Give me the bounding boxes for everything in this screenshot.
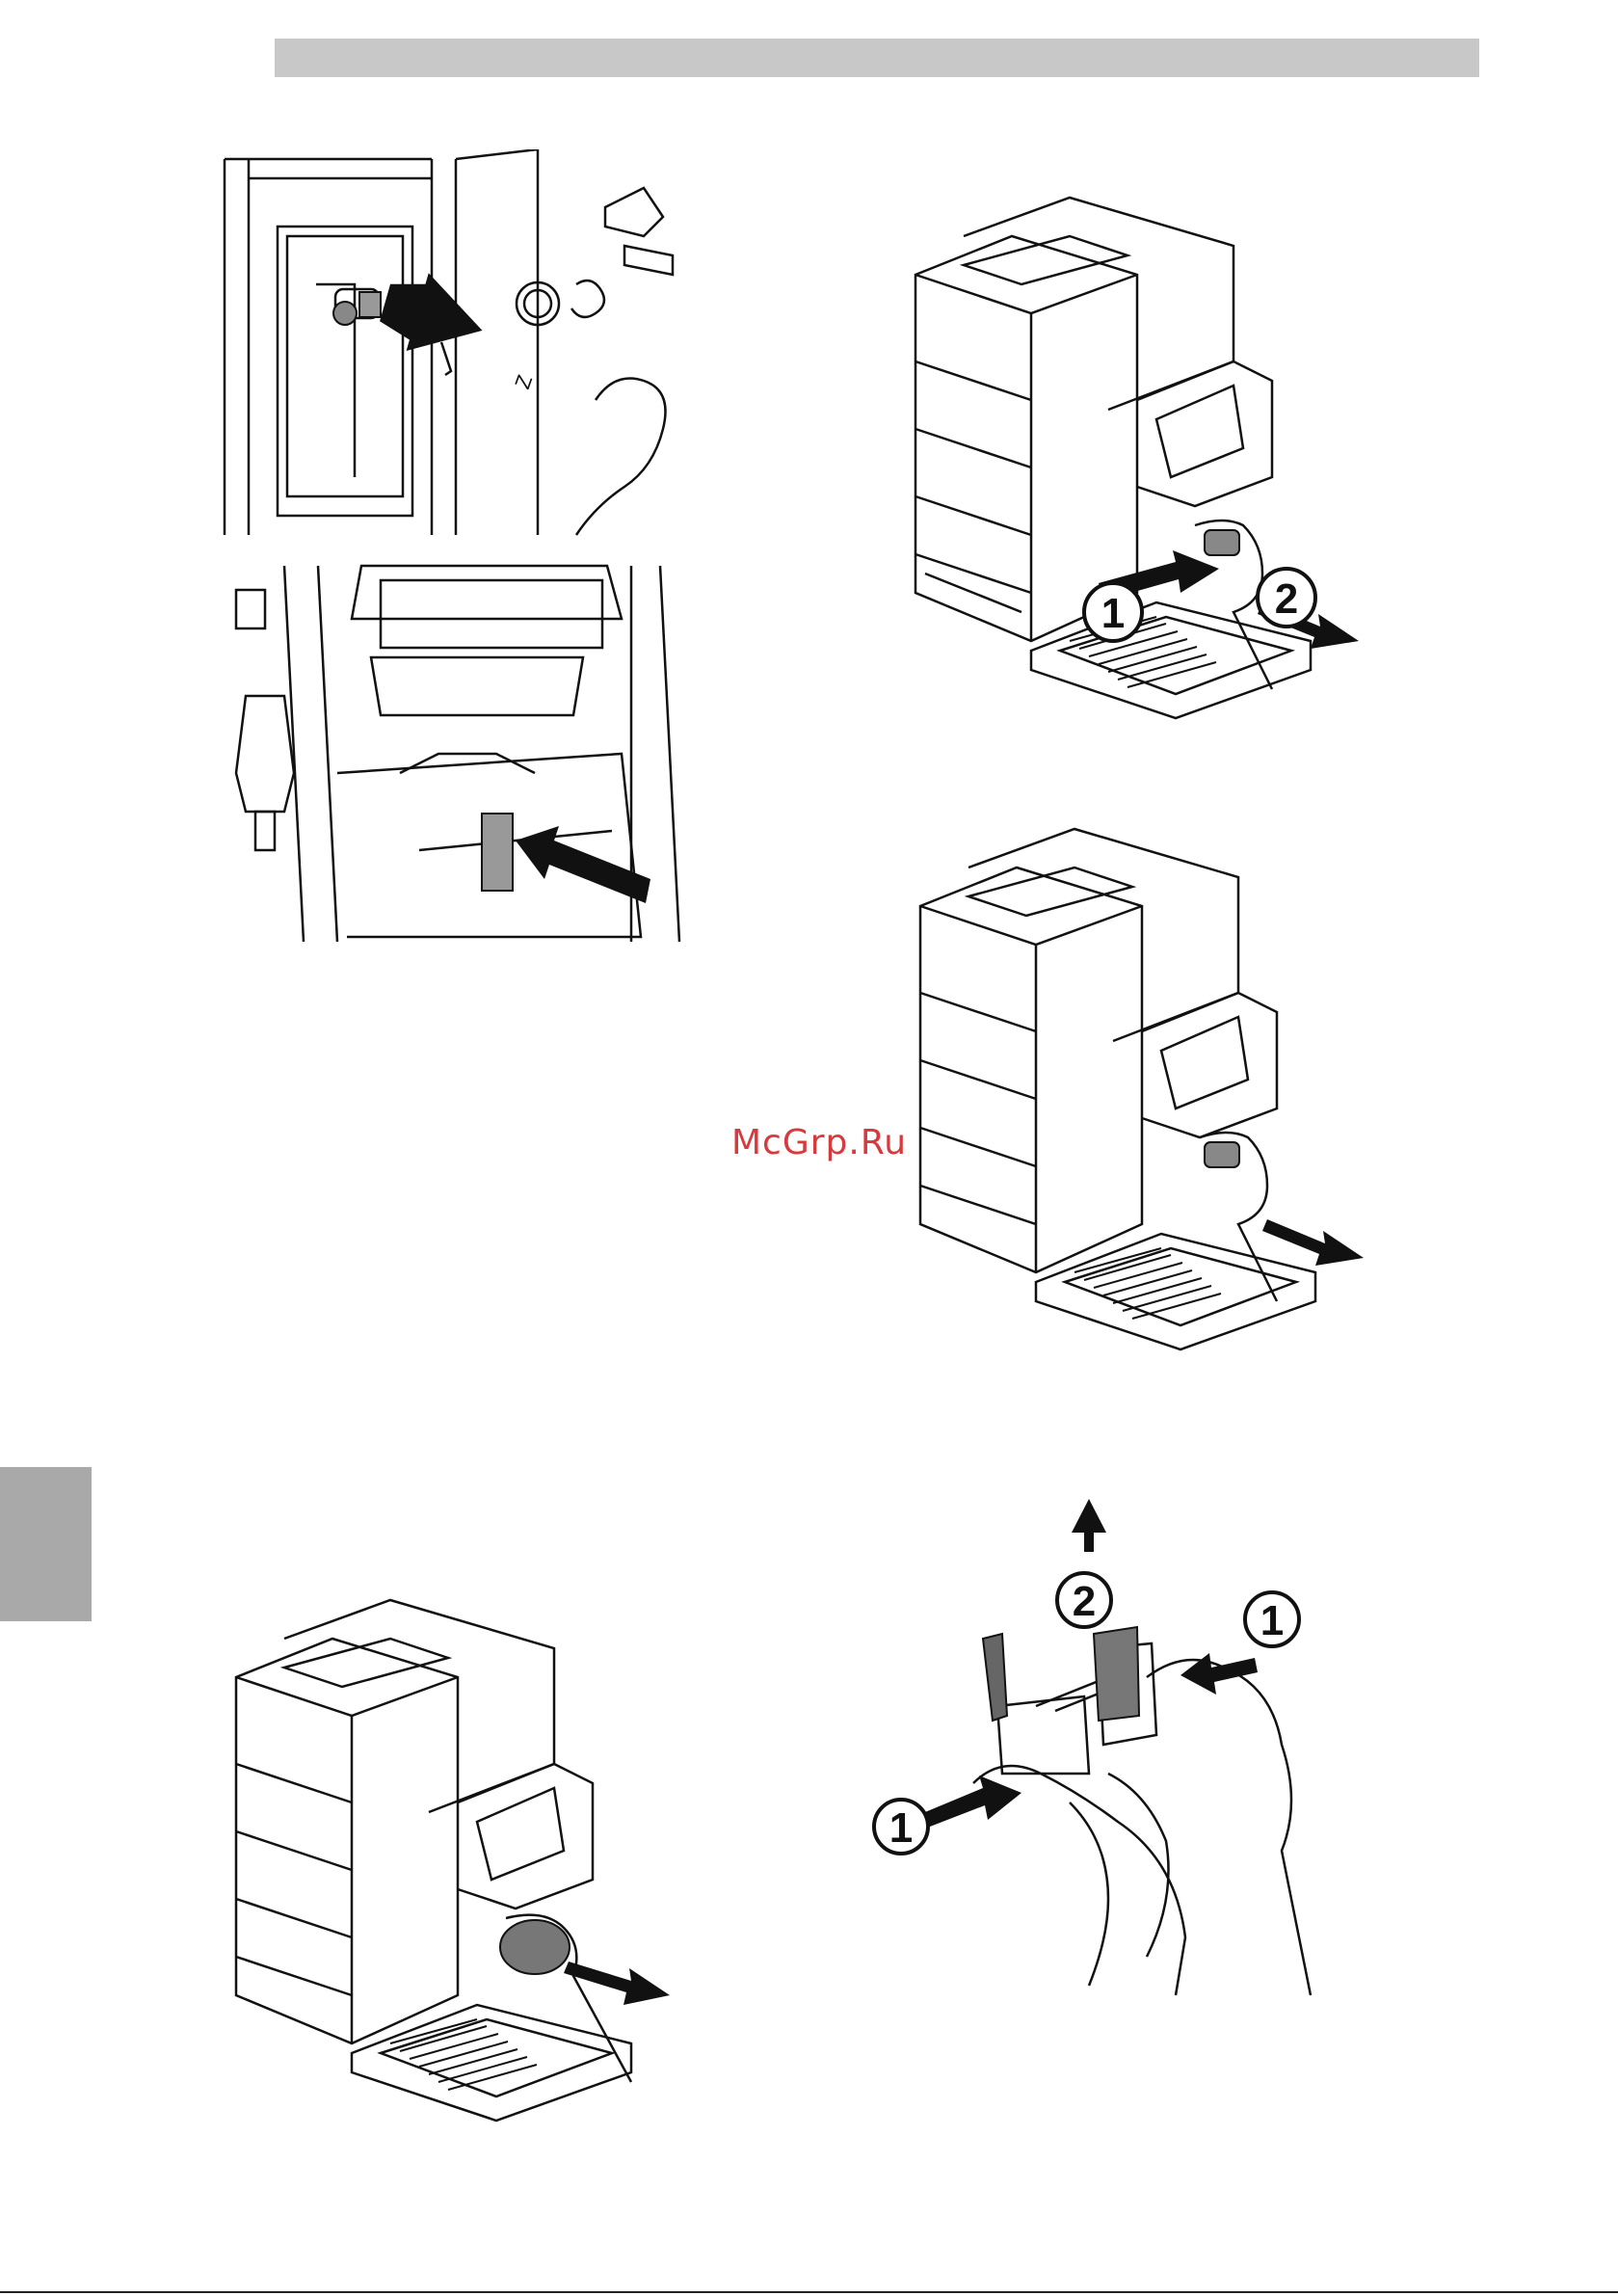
callout-2: 2 [1275,575,1298,623]
figure-bottom-left-machine [226,1590,708,2149]
figure-bottom-right-svg: 2 1 1 [848,1484,1446,2015]
figure-top-right-machine: 1 2 [906,188,1388,742]
callout-1: 1 [1101,590,1125,637]
footer-line [0,2291,1618,2293]
figure-middle-right-machine [911,819,1393,1374]
watermark: McGrp.Ru [713,1123,925,1162]
header-bar [275,39,1479,77]
figure-top-right-svg: 1 2 [906,188,1388,742]
figure-bottom-left-svg [226,1590,708,2149]
figure-bottom-right-hand: 2 1 1 [848,1484,1446,2015]
callout-1: 1 [889,1804,913,1852]
svg-text:Z: Z [510,372,537,392]
figure-middle-left-svg [226,561,699,947]
figure-top-left-svg: Z [220,149,721,540]
chapter-side-tab [0,1467,92,1621]
figure-middle-left-detail [226,561,699,947]
callout-2: 2 [1073,1578,1096,1625]
figure-middle-right-svg [911,819,1393,1374]
figure-top-left-detail: Z [220,149,721,540]
callout-1: 1 [1260,1597,1284,1644]
